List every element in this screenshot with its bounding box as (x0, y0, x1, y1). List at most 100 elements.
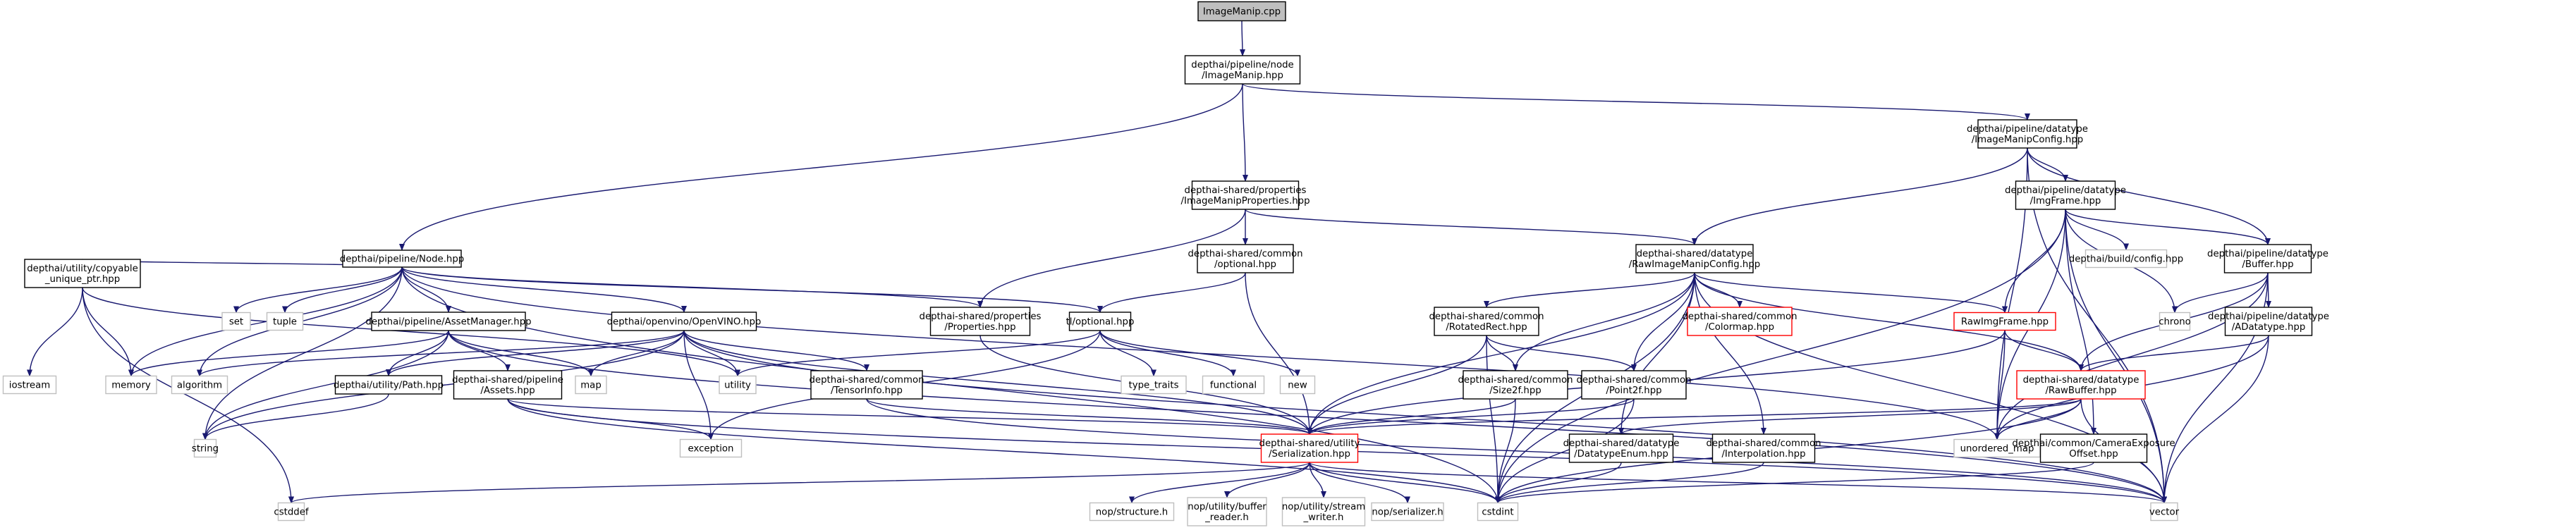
node-box (371, 312, 526, 331)
node-tuple: tuple (266, 312, 304, 331)
node-box (193, 438, 217, 458)
node-new: new (1279, 375, 1316, 395)
edge-camexp-to-cstdint (1495, 462, 2094, 504)
node-tl-optional-hpp[interactable]: tl/optional.hpp (1066, 312, 1135, 331)
node-label: _unique_ptr.hpp (44, 274, 120, 285)
node-box (1068, 312, 1132, 331)
edge-optional-to-tlopt (1097, 272, 1246, 313)
edge-imgframe-to-rawimgframe (2002, 209, 2066, 314)
node-label: nop/serializer.h (1372, 507, 1443, 518)
node-depthai-shared-datatype-rawbuffer-hpp[interactable]: depthai-shared/datatype/RawBuffer.hpp (2016, 370, 2146, 400)
node-depthai-pipeline-node-imagemanip-hpp[interactable]: depthai/pipeline/node/ImageManip.hpp (1184, 55, 1301, 85)
node-label: depthai-shared/common (1188, 249, 1302, 259)
node-utility: utility (719, 375, 757, 395)
node-depthai-shared-utility-serialization-hpp[interactable]: depthai-shared/utility/Serialization.hpp (1259, 433, 1360, 463)
node-box (1635, 244, 1754, 273)
node-label: /Interpolation.hpp (1721, 449, 1805, 460)
node-depthai-pipeline-assetmanager-hpp[interactable]: depthai/pipeline/AssetManager.hpp (365, 312, 532, 331)
edge-dtenum-to-cstdint (1495, 462, 1622, 504)
node-box (1184, 55, 1301, 85)
edge-openvino-to-utility (683, 330, 740, 377)
node-box (266, 312, 304, 331)
node-depthai-shared-common-colormap-hpp[interactable]: depthai-shared/common/Colormap.hpp (1682, 307, 1797, 336)
node-label: /ImageManipProperties.hpp (1180, 196, 1310, 207)
node-box (2224, 307, 2313, 336)
edge-rawimcfg-to-size2f (1513, 272, 1695, 371)
node-depthai-shared-datatype-rawimagemanipconfig-hpp[interactable]: depthai-shared/datatype/RawImageManipCon… (1629, 244, 1760, 273)
edge-improps-to-props (977, 209, 1246, 308)
node-depthai-shared-properties-properties-hpp[interactable]: depthai-shared/properties/Properties.hpp (920, 307, 1042, 336)
edge-rotrect-to-serial (1307, 335, 1487, 435)
node-label: depthai/pipeline/node (1191, 60, 1293, 70)
node-box (1191, 180, 1300, 210)
edge-tlopt-to-functional (1099, 330, 1236, 377)
node-label: depthai/utility/Path.hpp (334, 381, 444, 391)
node-label: _reader.h (1204, 512, 1249, 523)
edge-rawimcfg-to-point2f (1631, 272, 1695, 371)
edge-buffer-to-chrono (2172, 272, 2269, 314)
node-nop-structure-h: nop/structure.h (1089, 502, 1175, 522)
node-depthai-pipeline-datatype-adatatype-hpp[interactable]: depthai/pipeline/datatype/ADatatype.hpp (2208, 307, 2329, 336)
node-depthai-pipeline-node-hpp[interactable]: depthai/pipeline/Node.hpp (340, 249, 465, 268)
node-vector: vector (2149, 502, 2180, 522)
node-nop-utility-stream-writer-h: nop/utility/stream_writer.h (1281, 497, 1366, 526)
node-depthai-shared-common-point2f-hpp[interactable]: depthai-shared/common/Point2f.hpp (1576, 370, 1692, 400)
node-algorithm: algorithm (171, 375, 228, 395)
node-label: depthai/openvino/OpenVINO.hpp (607, 317, 762, 328)
node-depthai-shared-pipeline-assets-hpp[interactable]: depthai-shared/pipeline/Assets.hpp (452, 370, 563, 400)
node-label: depthai-shared/common (1706, 438, 1821, 449)
edge-tlopt-to-utility (735, 330, 1101, 377)
edge-size2f-to-cstdint (1495, 398, 1516, 504)
edge-copyptr-to-cstddef (82, 287, 294, 504)
node-depthai-shared-common-rotatedrect-hpp[interactable]: depthai-shared/common/RotatedRect.hpp (1429, 307, 1544, 336)
node-label: /optional.hpp (1214, 259, 1276, 270)
node-set: set (221, 312, 251, 331)
node-depthai-shared-properties-imagemanipproperties-hpp[interactable]: depthai-shared/properties/ImageManipProp… (1180, 180, 1310, 210)
edge-rotrect-to-point2f (1486, 335, 1637, 371)
edge-imcfg-to-imgframe (2027, 147, 2068, 182)
edge-interp-to-cstdint (1495, 462, 1764, 504)
node-box (2150, 502, 2178, 522)
node-depthai-shared-common-optional-hpp[interactable]: depthai-shared/common/optional.hpp (1188, 244, 1303, 273)
node-label: depthai-shared/common (1458, 375, 1573, 386)
node-label: nop/utility/stream (1282, 502, 1365, 512)
node-depthai-pipeline-datatype-imagemanipconfig-hpp[interactable]: depthai/pipeline/datatype/ImageManipConf… (1967, 119, 2088, 149)
node-depthai-shared-common-size2f-hpp[interactable]: depthai-shared/common/Size2f.hpp (1458, 370, 1573, 400)
node-label: depthai/build/config.hpp (2069, 254, 2183, 265)
node-box (575, 375, 607, 395)
node-depthai-shared-common-tensorinfo-hpp[interactable]: depthai-shared/common/TensorInfo.hpp (809, 370, 924, 400)
edge-openvino-to-path (386, 330, 685, 376)
edge-optional-to-serial (1245, 272, 1312, 435)
node-depthai-openvino-openvino-hpp[interactable]: depthai/openvino/OpenVINO.hpp (607, 312, 762, 331)
node-label: /ImgFrame.hpp (2030, 196, 2101, 207)
node-label: depthai/utility/copyable (27, 264, 138, 274)
node-box (1463, 370, 1568, 400)
edge-tensorinfo-to-vector (866, 398, 2167, 504)
node-label: depthai-shared/properties (920, 312, 1042, 322)
node-box (2159, 312, 2191, 331)
node-rawimgframe-hpp[interactable]: RawImgFrame.hpp (1953, 312, 2056, 331)
node-box (1281, 497, 1366, 526)
node-label: tl/optional.hpp (1066, 317, 1135, 328)
edge-rawimcfg-to-rawimgframe (1694, 272, 2008, 314)
node-depthai-pipeline-datatype-buffer-hpp[interactable]: depthai/pipeline/datatype/Buffer.hpp (2207, 244, 2328, 273)
edge-node-to-string (202, 266, 403, 440)
node-box (1260, 433, 1359, 463)
node-depthai-shared-datatype-datatypeenum-hpp[interactable]: depthai-shared/datatype/DatatypeEnum.hpp (1563, 433, 1680, 463)
edge-assetmgr-to-memory (128, 330, 449, 377)
node-box (2039, 433, 2148, 463)
node-depthai-shared-common-interpolation-hpp[interactable]: depthai-shared/common/Interpolation.hpp (1706, 433, 1821, 463)
edge-rawimcfg-to-interp (1694, 272, 1766, 435)
node-depthai-utility-copyable-unique-ptr-hpp[interactable]: depthai/utility/copyable_unique_ptr.hpp (24, 259, 141, 288)
node-label: utility (724, 381, 751, 391)
node-imagemanip-cpp[interactable]: ImageManip.cpp (1197, 1, 1286, 22)
edge-assetmgr-to-string (202, 330, 449, 440)
node-depthai-utility-path-hpp[interactable]: depthai/utility/Path.hpp (334, 375, 444, 395)
node-depthai-pipeline-datatype-imgframe-hpp[interactable]: depthai/pipeline/datatype/ImgFrame.hpp (2005, 180, 2126, 210)
node-label: depthai/pipeline/datatype (2207, 249, 2328, 259)
node-label: /Serialization.hpp (1269, 449, 1350, 460)
node-box (2015, 180, 2116, 210)
edge-imhpp-to-node (399, 83, 1243, 251)
node-label: /Size2f.hpp (1489, 386, 1541, 396)
